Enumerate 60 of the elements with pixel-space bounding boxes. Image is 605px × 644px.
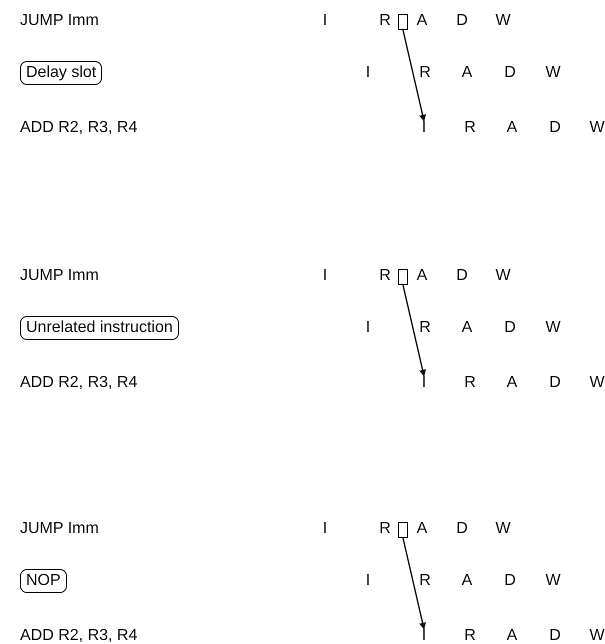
pipeline-stage: D xyxy=(504,319,516,337)
pipeline-stage: R xyxy=(419,64,431,82)
instruction-label: Unrelated instruction xyxy=(20,316,179,340)
pipeline-stage: R xyxy=(464,119,476,137)
pipeline-stage: A xyxy=(416,267,428,285)
pipeline-stage: D xyxy=(549,627,561,644)
pipeline-stage: A xyxy=(416,520,428,538)
pipeline-stage: A xyxy=(462,572,472,590)
pipeline-stage: W xyxy=(545,572,561,590)
pipeline-stage: I xyxy=(322,12,328,30)
instruction-text: JUMP Imm xyxy=(20,12,99,30)
pipeline-stage: R xyxy=(464,374,476,392)
pipeline-stage: W xyxy=(495,267,511,285)
pipeline-stage: W xyxy=(589,627,605,644)
arrow xyxy=(402,284,426,377)
forwarding-box xyxy=(398,522,408,538)
instruction-text: ADD R2, R3, R4 xyxy=(20,374,138,392)
pipeline-stage: R xyxy=(419,572,431,590)
pipeline-stage: R xyxy=(379,520,391,538)
pipeline-stage: I xyxy=(366,572,370,590)
pipeline-stage: R xyxy=(379,267,391,285)
pipeline-stage: W xyxy=(545,64,561,82)
pipeline-stage: W xyxy=(495,520,511,538)
pipeline-stage: D xyxy=(549,119,561,137)
pipeline-stage: D xyxy=(456,12,468,30)
instruction-text: JUMP Imm xyxy=(20,520,99,538)
instruction-text: ADD R2, R3, R4 xyxy=(20,119,138,137)
instruction-label: Delay slot xyxy=(20,61,102,85)
arrow xyxy=(402,538,426,630)
pipeline-stage: W xyxy=(495,12,511,30)
pipeline-stage: R xyxy=(464,627,476,644)
pipeline-stage: A xyxy=(416,12,428,30)
pipeline-stage: A xyxy=(506,119,518,137)
pipeline-stage: I xyxy=(422,627,426,644)
pipeline-stage: D xyxy=(549,374,561,392)
pipeline-stage: D xyxy=(504,572,516,590)
pipeline-stage: W xyxy=(589,119,605,137)
forwarding-box xyxy=(398,14,408,30)
arrow xyxy=(402,30,426,122)
pipeline-stage: I xyxy=(422,374,426,392)
pipeline-stage: I xyxy=(422,119,426,137)
pipeline-stage: I xyxy=(366,64,370,82)
instruction-label: NOP xyxy=(20,569,67,593)
pipeline-stage: I xyxy=(322,267,328,285)
pipeline-stage: A xyxy=(462,64,472,82)
instruction-text: JUMP Imm xyxy=(20,267,99,285)
pipeline-stage: A xyxy=(462,319,472,337)
pipeline-stage: D xyxy=(456,267,468,285)
pipeline-stage: W xyxy=(589,374,605,392)
pipeline-stage: I xyxy=(366,319,370,337)
forwarding-box xyxy=(398,269,408,285)
pipeline-stage: R xyxy=(419,319,431,337)
pipeline-stage: D xyxy=(504,64,516,82)
pipeline-stage: D xyxy=(456,520,468,538)
pipeline-stage: I xyxy=(322,520,328,538)
pipeline-stage: R xyxy=(379,12,391,30)
pipeline-stage: W xyxy=(545,319,561,337)
pipeline-stage: A xyxy=(506,627,518,644)
pipeline-stage: A xyxy=(506,374,518,392)
instruction-text: ADD R2, R3, R4 xyxy=(20,627,138,644)
